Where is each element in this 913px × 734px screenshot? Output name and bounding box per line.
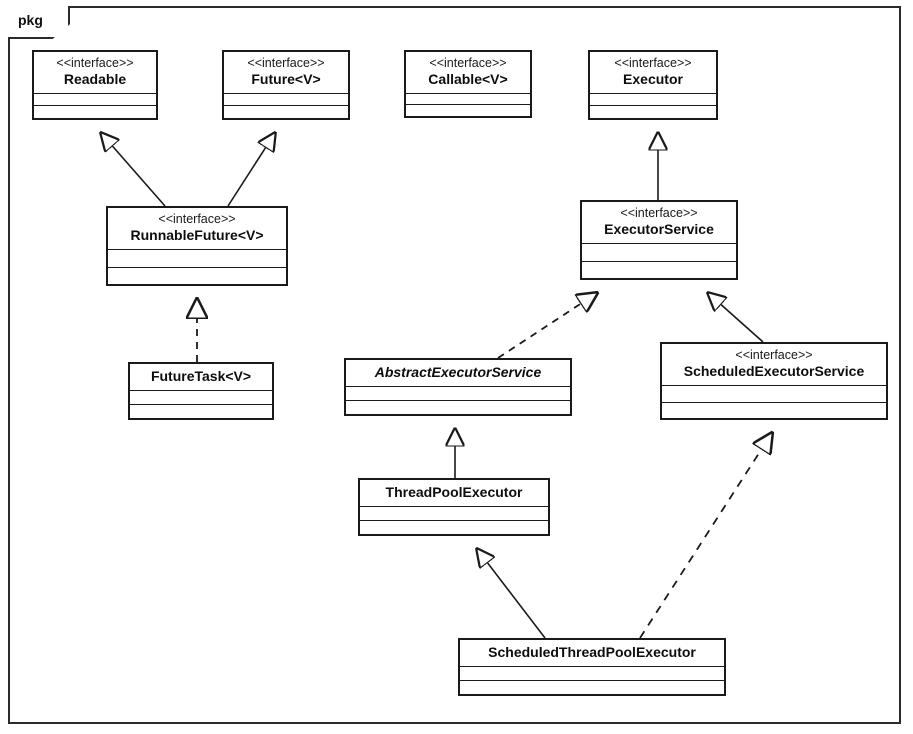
operations-compartment xyxy=(662,403,886,419)
operations-compartment xyxy=(346,401,570,414)
stereotype-label: <<interface>> xyxy=(735,348,813,362)
attributes-compartment xyxy=(590,94,716,106)
class-name-label: ScheduledExecutorService xyxy=(683,363,865,379)
class-box-scheduledthreadpoolexecutor[interactable]: ScheduledThreadPoolExecutor xyxy=(458,638,726,696)
class-name-compartment: <<interface>> Callable<V> xyxy=(406,52,530,94)
operations-compartment xyxy=(582,262,736,279)
attributes-compartment xyxy=(360,507,548,521)
stereotype-label: <<interface>> xyxy=(247,56,325,70)
class-box-executorservice[interactable]: <<interface>> ExecutorService xyxy=(580,200,738,280)
attributes-compartment xyxy=(582,244,736,262)
operations-compartment xyxy=(406,105,530,117)
class-name-label: AbstractExecutorService xyxy=(374,364,542,380)
attributes-compartment xyxy=(34,94,156,106)
class-box-readable[interactable]: <<interface>> Readable xyxy=(32,50,158,120)
class-name-label: Executor xyxy=(623,71,683,87)
attributes-compartment xyxy=(346,387,570,401)
class-name-compartment: ThreadPoolExecutor xyxy=(360,480,548,507)
class-name-compartment: <<interface>> RunnableFuture<V> xyxy=(108,208,286,250)
class-name-compartment: AbstractExecutorService xyxy=(346,360,570,387)
attributes-compartment xyxy=(406,94,530,105)
operations-compartment xyxy=(590,106,716,118)
class-name-compartment: ScheduledThreadPoolExecutor xyxy=(460,640,724,667)
operations-compartment xyxy=(224,106,348,118)
class-name-label: Readable xyxy=(63,71,127,87)
package-tab-top-cover xyxy=(8,4,68,8)
stereotype-label: <<interface>> xyxy=(620,206,698,220)
attributes-compartment xyxy=(130,391,272,405)
class-box-runnablefuture[interactable]: <<interface>> RunnableFuture<V> xyxy=(106,206,288,286)
class-name-label: ScheduledThreadPoolExecutor xyxy=(488,644,696,660)
class-name-label: Callable<V> xyxy=(428,71,508,87)
stereotype-label: <<interface>> xyxy=(56,56,134,70)
class-name-compartment: <<interface>> Readable xyxy=(34,52,156,94)
attributes-compartment xyxy=(224,94,348,106)
class-name-compartment: <<interface>> Future<V> xyxy=(224,52,348,94)
class-name-compartment: FutureTask<V> xyxy=(130,364,272,391)
package-label: pkg xyxy=(18,12,43,28)
class-box-futuretask[interactable]: FutureTask<V> xyxy=(128,362,274,420)
stereotype-label: <<interface>> xyxy=(614,56,692,70)
class-box-scheduledexecutorservice[interactable]: <<interface>> ScheduledExecutorService xyxy=(660,342,888,420)
class-box-callable[interactable]: <<interface>> Callable<V> xyxy=(404,50,532,118)
class-name-label: ExecutorService xyxy=(604,221,714,237)
attributes-compartment xyxy=(108,250,286,268)
stereotype-label: <<interface>> xyxy=(429,56,507,70)
attributes-compartment xyxy=(460,667,724,681)
package-tab xyxy=(8,6,70,39)
class-name-label: ThreadPoolExecutor xyxy=(385,484,523,500)
class-name-label: FutureTask<V> xyxy=(150,368,252,384)
class-name-compartment: <<interface>> ExecutorService xyxy=(582,202,736,244)
class-box-executor[interactable]: <<interface>> Executor xyxy=(588,50,718,120)
operations-compartment xyxy=(130,405,272,418)
class-box-future[interactable]: <<interface>> Future<V> xyxy=(222,50,350,120)
operations-compartment xyxy=(360,521,548,534)
class-name-label: Future<V> xyxy=(251,71,321,87)
stereotype-label: <<interface>> xyxy=(158,212,236,226)
operations-compartment xyxy=(108,268,286,285)
class-box-abstractexecutorservice[interactable]: AbstractExecutorService xyxy=(344,358,572,416)
class-name-compartment: <<interface>> Executor xyxy=(590,52,716,94)
class-name-compartment: <<interface>> ScheduledExecutorService xyxy=(662,344,886,386)
class-name-label: RunnableFuture<V> xyxy=(130,227,264,243)
operations-compartment xyxy=(460,681,724,694)
class-box-threadpoolexecutor[interactable]: ThreadPoolExecutor xyxy=(358,478,550,536)
operations-compartment xyxy=(34,106,156,118)
attributes-compartment xyxy=(662,386,886,403)
